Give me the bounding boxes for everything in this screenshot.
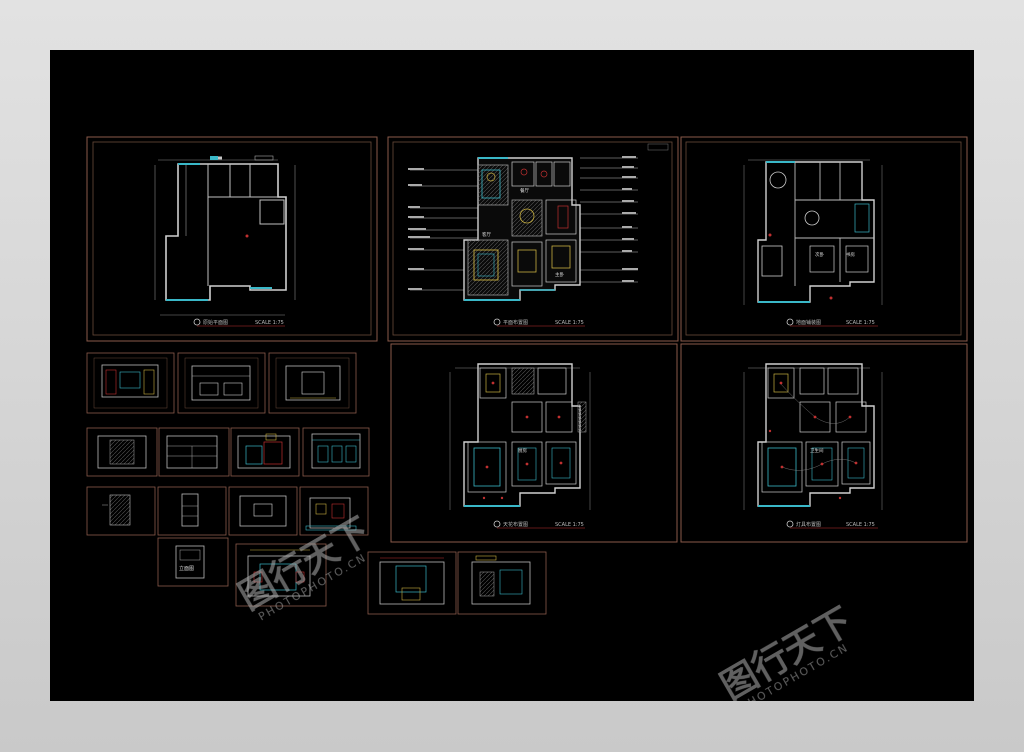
sheet-furnished-plan: 餐厅 客厅 主卧 平面布置图 SCALE 1:75 (387, 136, 679, 342)
watermark: 图行天下 PHOTOPHOTO.CN 图行天下 PHOTOPHOTO.CN (232, 510, 859, 701)
label-living: 客厅 (482, 231, 491, 238)
cad-drawing-canvas: 原始平面图 SCALE 1:75 (50, 50, 974, 701)
label-master: 主卧 (555, 271, 564, 278)
sheet-ceiling-plan: 厨房 天花布置图 SCALE 1:75 (390, 343, 678, 543)
label-study: 书房 (846, 251, 855, 258)
label-bedroom: 次卧 (815, 251, 824, 258)
lighting-plan-scale: SCALE 1:75 (846, 522, 875, 528)
furnished-plan-scale: SCALE 1:75 (555, 320, 584, 326)
elevation-label: 立面图 (179, 565, 194, 572)
original-plan-title: 原始平面图 (203, 319, 228, 326)
lighting-plan-title: 灯具布置图 (796, 521, 821, 528)
floor-plan-scale: SCALE 1:75 (846, 320, 875, 326)
label-dining: 餐厅 (520, 187, 529, 194)
cad-drawing-svg: 原始平面图 SCALE 1:75 (86, 136, 968, 701)
floor-plan-title: 地面铺装图 (796, 319, 821, 326)
sheet-floor-plan: 次卧 书房 地面铺装图 SCALE 1:75 (680, 136, 968, 342)
sheet-lighting-plan: 卫生间 灯具布置图 SCALE 1:75 (680, 343, 968, 543)
ceiling-plan-title: 天花布置图 (503, 521, 528, 528)
ceiling-plan-scale: SCALE 1:75 (555, 522, 584, 528)
elevation-sheets: 立面图 (86, 352, 547, 615)
label-bath: 卫生间 (810, 447, 824, 454)
label-kitchen: 厨房 (518, 447, 527, 454)
original-plan-scale: SCALE 1:75 (255, 320, 284, 326)
furnished-plan-title: 平面布置图 (503, 319, 528, 326)
sheet-original-plan: 原始平面图 SCALE 1:75 (86, 136, 378, 342)
